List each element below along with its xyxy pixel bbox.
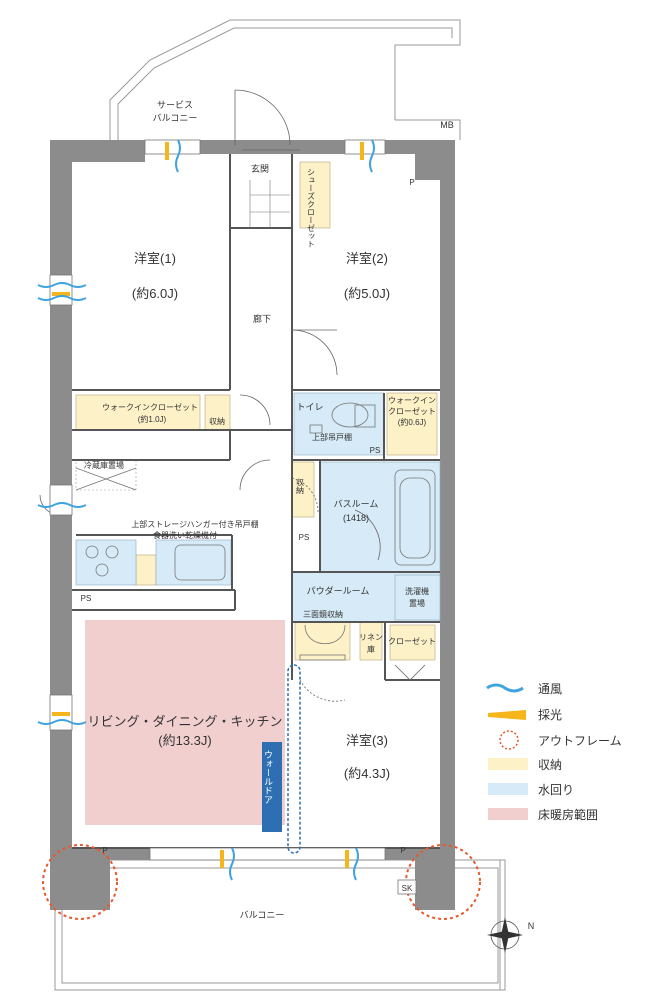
- toilet-label: トイレ: [296, 402, 323, 412]
- wall-door-tag: [262, 742, 282, 832]
- legend-daylight-label: 採光: [538, 708, 562, 722]
- dishwasher-note: 食器洗い乾燥機付: [153, 530, 217, 540]
- legend-floor-heating: 床暖房範囲: [488, 807, 598, 822]
- legend-ventilation-label: 通風: [538, 682, 562, 696]
- western1-size: (約6.0J): [132, 286, 178, 301]
- legend-ventilation: 通風: [486, 682, 562, 696]
- storage-label: 収納: [209, 416, 225, 426]
- upper-shelf-label: 上部吊戸棚: [312, 432, 352, 442]
- service-balcony-label-1: サービス: [157, 100, 193, 110]
- daylight-marks: [52, 142, 364, 868]
- interior-walls: [72, 154, 440, 849]
- outframe-circle-left: [42, 844, 118, 920]
- linen-label-2: 庫: [367, 644, 375, 654]
- western2-name: 洋室(2): [346, 251, 388, 266]
- exterior-walls: [50, 140, 455, 910]
- bathroom-size: (1418): [343, 513, 369, 523]
- wic1-size: (約1.0J): [138, 414, 167, 424]
- balcony-label: バルコニー: [240, 910, 285, 920]
- bathroom-label: バスルーム: [334, 499, 379, 509]
- water-swatch: [488, 783, 528, 795]
- legend-water: 水回り: [488, 783, 574, 797]
- wic2-name-2: クローゼット: [388, 406, 436, 416]
- ps-label-1: PS: [370, 446, 381, 455]
- daylight-icon: [488, 710, 526, 720]
- ventilation-icon: [486, 683, 524, 693]
- p-label-2: P: [102, 846, 107, 855]
- storage2-label: 収納: [296, 477, 305, 495]
- legend-outframe-label: アウトフレーム: [538, 734, 622, 748]
- compass-icon: N: [487, 917, 534, 953]
- fridge-label: 冷蔵庫置場: [84, 460, 124, 470]
- floor-heating-area: [85, 620, 285, 825]
- wic2-size: (約0.6J): [398, 417, 427, 427]
- fixtures: [75, 402, 436, 661]
- legend-storage-label: 収納: [538, 758, 562, 772]
- wall-door-label: ウォールドア: [263, 750, 273, 804]
- entrance-label: 玄関: [251, 163, 269, 174]
- legend-outframe: アウトフレーム: [499, 730, 622, 750]
- legend-daylight: 採光: [488, 708, 562, 722]
- storage-swatch: [488, 758, 528, 770]
- storage-areas: [75, 161, 438, 661]
- closet-label: クローゼット: [388, 636, 436, 646]
- sk-label: SK: [402, 884, 413, 893]
- windows: [37, 139, 386, 881]
- upper-storage-note: 上部ストレージハンガー付き吊戸棚: [131, 519, 258, 529]
- legend-storage: 収納: [488, 758, 562, 772]
- outframe-icon: [499, 730, 519, 750]
- washer-label-1: 洗濯機: [405, 586, 429, 596]
- sk-box: [397, 879, 417, 895]
- wall-door-track: [287, 664, 301, 854]
- legend-water-label: 水回り: [538, 783, 574, 797]
- service-balcony-label-2: バルコニー: [153, 113, 198, 123]
- ps-label-2: PS: [299, 533, 310, 542]
- linen-label-1: リネン: [359, 633, 383, 642]
- legend-floor-heating-label: 床暖房範囲: [538, 807, 598, 822]
- ventilation-marks: [37, 139, 375, 881]
- door-swings: [39, 89, 426, 702]
- corridor-label: 廊下: [253, 313, 271, 324]
- western3-name: 洋室(3): [346, 733, 388, 748]
- legend: 通風 採光 アウトフレーム 収納 水回り 床暖房範囲: [486, 682, 622, 822]
- mirror-storage-label: 三面鏡収納: [303, 609, 343, 619]
- wic1-name: ウォークインクローゼット: [102, 402, 198, 412]
- entrance-steps: [249, 180, 290, 228]
- powder-room-label: パウダールーム: [307, 585, 370, 596]
- wic2-name-1: ウォークイン: [388, 396, 436, 405]
- floor-heating-swatch: [488, 808, 528, 820]
- mb-label: MB: [440, 120, 454, 130]
- ps-label-3: PS: [81, 594, 92, 603]
- p-label-1: P: [409, 178, 414, 187]
- ldk-name: リビング・ダイニング・キッチン: [87, 714, 282, 729]
- western1-name: 洋室(1): [134, 251, 176, 266]
- western3-size: (約4.3J): [344, 766, 390, 781]
- p-label-3: P: [400, 846, 405, 855]
- compass-north: N: [528, 921, 535, 931]
- western2-size: (約5.0J): [344, 286, 390, 301]
- shoe-closet-label: シューズクローゼット: [307, 168, 316, 248]
- ldk-size: (約13.3J): [158, 733, 211, 748]
- washer-label-2: 置場: [409, 598, 425, 608]
